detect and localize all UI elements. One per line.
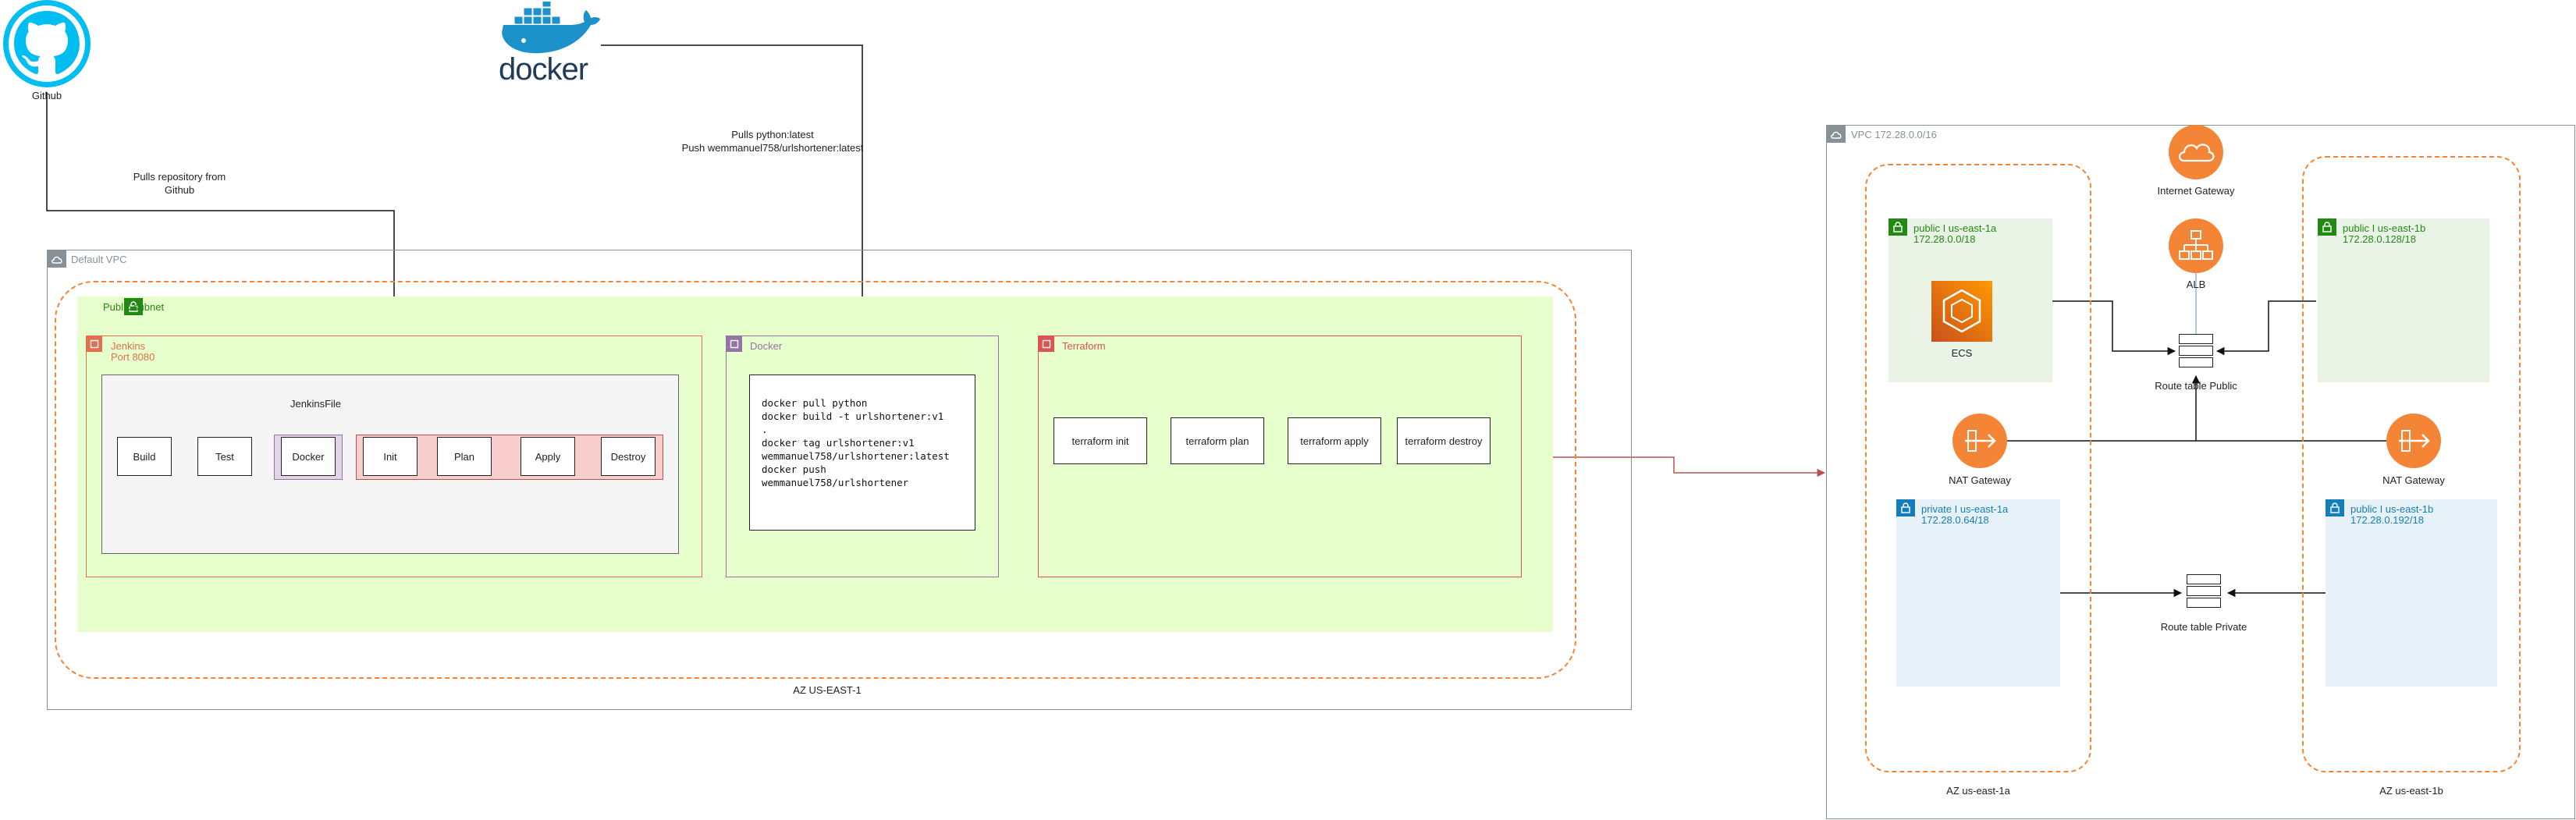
route-table-public-label: Route table Public bbox=[2155, 380, 2237, 392]
lock-icon bbox=[124, 298, 143, 315]
az-1a-label: AZ us-east-1a bbox=[1946, 785, 2010, 797]
az-1b-label: AZ us-east-1b bbox=[2379, 785, 2443, 797]
vpc-label: VPC 172.28.0.0/16 bbox=[1851, 129, 1937, 140]
step-apply: Apply bbox=[521, 437, 575, 476]
nat-gateway-a-label: NAT Gateway bbox=[1949, 474, 2011, 486]
edge-dockerhub-docker bbox=[601, 44, 867, 335]
subnet-private-1a bbox=[1896, 499, 2060, 687]
docker-group bbox=[726, 335, 999, 577]
subnet-private-1b-name: public I us-east-1b bbox=[2350, 503, 2434, 515]
subnet-public-1b-lock-icon bbox=[2318, 218, 2336, 236]
step-destroy: Destroy bbox=[601, 437, 656, 476]
terraform-group bbox=[1038, 335, 1522, 577]
docker-group-title: Docker bbox=[750, 340, 783, 352]
subnet-private-1a-cidr: 172.28.0.64/18 bbox=[1921, 514, 1989, 526]
terraform-apply: terraform apply bbox=[1288, 417, 1381, 464]
terraform-icon bbox=[1039, 336, 1054, 352]
terraform-init: terraform init bbox=[1053, 417, 1147, 464]
public-subnet-label: Public subnet bbox=[103, 301, 165, 313]
step-plan: Plan bbox=[437, 437, 492, 476]
subnet-public-1b bbox=[2318, 218, 2489, 382]
cloud-icon bbox=[48, 250, 66, 268]
nat-gateway-a-icon bbox=[1952, 414, 2007, 468]
subnet-public-1b-cidr: 172.28.0.128/18 bbox=[2343, 233, 2416, 245]
alb-icon bbox=[2169, 218, 2223, 273]
internet-gateway-icon bbox=[2169, 125, 2223, 179]
step-docker: Docker bbox=[281, 437, 336, 476]
route-table-private-icon bbox=[2187, 574, 2221, 609]
subnet-private-1a-lock-icon bbox=[1896, 499, 1915, 516]
subnet-public-1a-lock-icon bbox=[1888, 218, 1907, 236]
vpc-cloud-icon bbox=[1827, 126, 1846, 143]
edge-terraform-vpc bbox=[1522, 456, 1826, 477]
terraform-title: Terraform bbox=[1062, 340, 1106, 352]
subnet-private-1a-name: private I us-east-1a bbox=[1921, 503, 2009, 515]
edge-label-pulls-repo: Pulls repository from Github bbox=[133, 171, 226, 196]
ecs-label: ECS bbox=[1951, 347, 1973, 359]
step-init: Init bbox=[363, 437, 417, 476]
subnet-public-1a-cidr: 172.28.0.0/18 bbox=[1913, 233, 1976, 245]
subnet-private-1b-lock-icon bbox=[2326, 499, 2344, 516]
nat-gateway-b-label: NAT Gateway bbox=[2382, 474, 2445, 486]
jenkins-icon bbox=[87, 336, 102, 352]
ecs-icon bbox=[1931, 281, 1992, 342]
az-1a-group bbox=[1865, 164, 2091, 772]
github-icon bbox=[0, 0, 95, 87]
subnet-public-1a-name: public I us-east-1a bbox=[1913, 222, 1997, 234]
subnet-private-1b bbox=[2326, 499, 2497, 687]
step-build: Build bbox=[117, 437, 172, 476]
docker-commands: docker pull python docker build -t urlsh… bbox=[762, 397, 950, 488]
alb-label: ALB bbox=[2186, 279, 2206, 290]
jenkinsfile-title: JenkinsFile bbox=[290, 398, 342, 410]
az-1b-group bbox=[2302, 156, 2521, 772]
docker-group-icon bbox=[727, 336, 742, 352]
jenkins-title: Jenkins bbox=[111, 340, 146, 352]
edge-label-pulls-python: Pulls python:latest Push wemmanuel758/ur… bbox=[681, 129, 864, 154]
edge-github-jenkins bbox=[46, 92, 399, 335]
default-vpc-label: Default VPC bbox=[71, 254, 127, 265]
docker-commands-box bbox=[749, 375, 975, 531]
edge-public1b-rtpublic bbox=[2215, 300, 2316, 356]
route-table-public-icon bbox=[2179, 334, 2213, 369]
az-us-east-1-group bbox=[55, 281, 1576, 679]
nat-gateway-b-icon bbox=[2386, 414, 2441, 468]
jenkins-group bbox=[86, 335, 702, 577]
edge-ecs-rtpublic bbox=[2051, 300, 2176, 356]
az-us-east-1-label: AZ US-EAST-1 bbox=[793, 684, 862, 696]
terraform-plan: terraform plan bbox=[1171, 417, 1264, 464]
github-label: Github bbox=[31, 90, 62, 101]
route-table-private-label: Route table Private bbox=[2160, 621, 2247, 633]
terraform-destroy: terraform destroy bbox=[1397, 417, 1491, 464]
docker-logo: docker bbox=[497, 0, 602, 89]
jenkins-port: Port 8080 bbox=[111, 351, 155, 363]
internet-gateway-label: Internet Gateway bbox=[2157, 185, 2235, 197]
docker-wordmark: docker bbox=[499, 52, 588, 87]
default-vpc-group bbox=[47, 250, 1632, 710]
subnet-public-1b-name: public I us-east-1b bbox=[2343, 222, 2426, 234]
step-test: Test bbox=[197, 437, 252, 476]
subnet-private-1b-cidr: 172.28.0.192/18 bbox=[2350, 514, 2424, 526]
